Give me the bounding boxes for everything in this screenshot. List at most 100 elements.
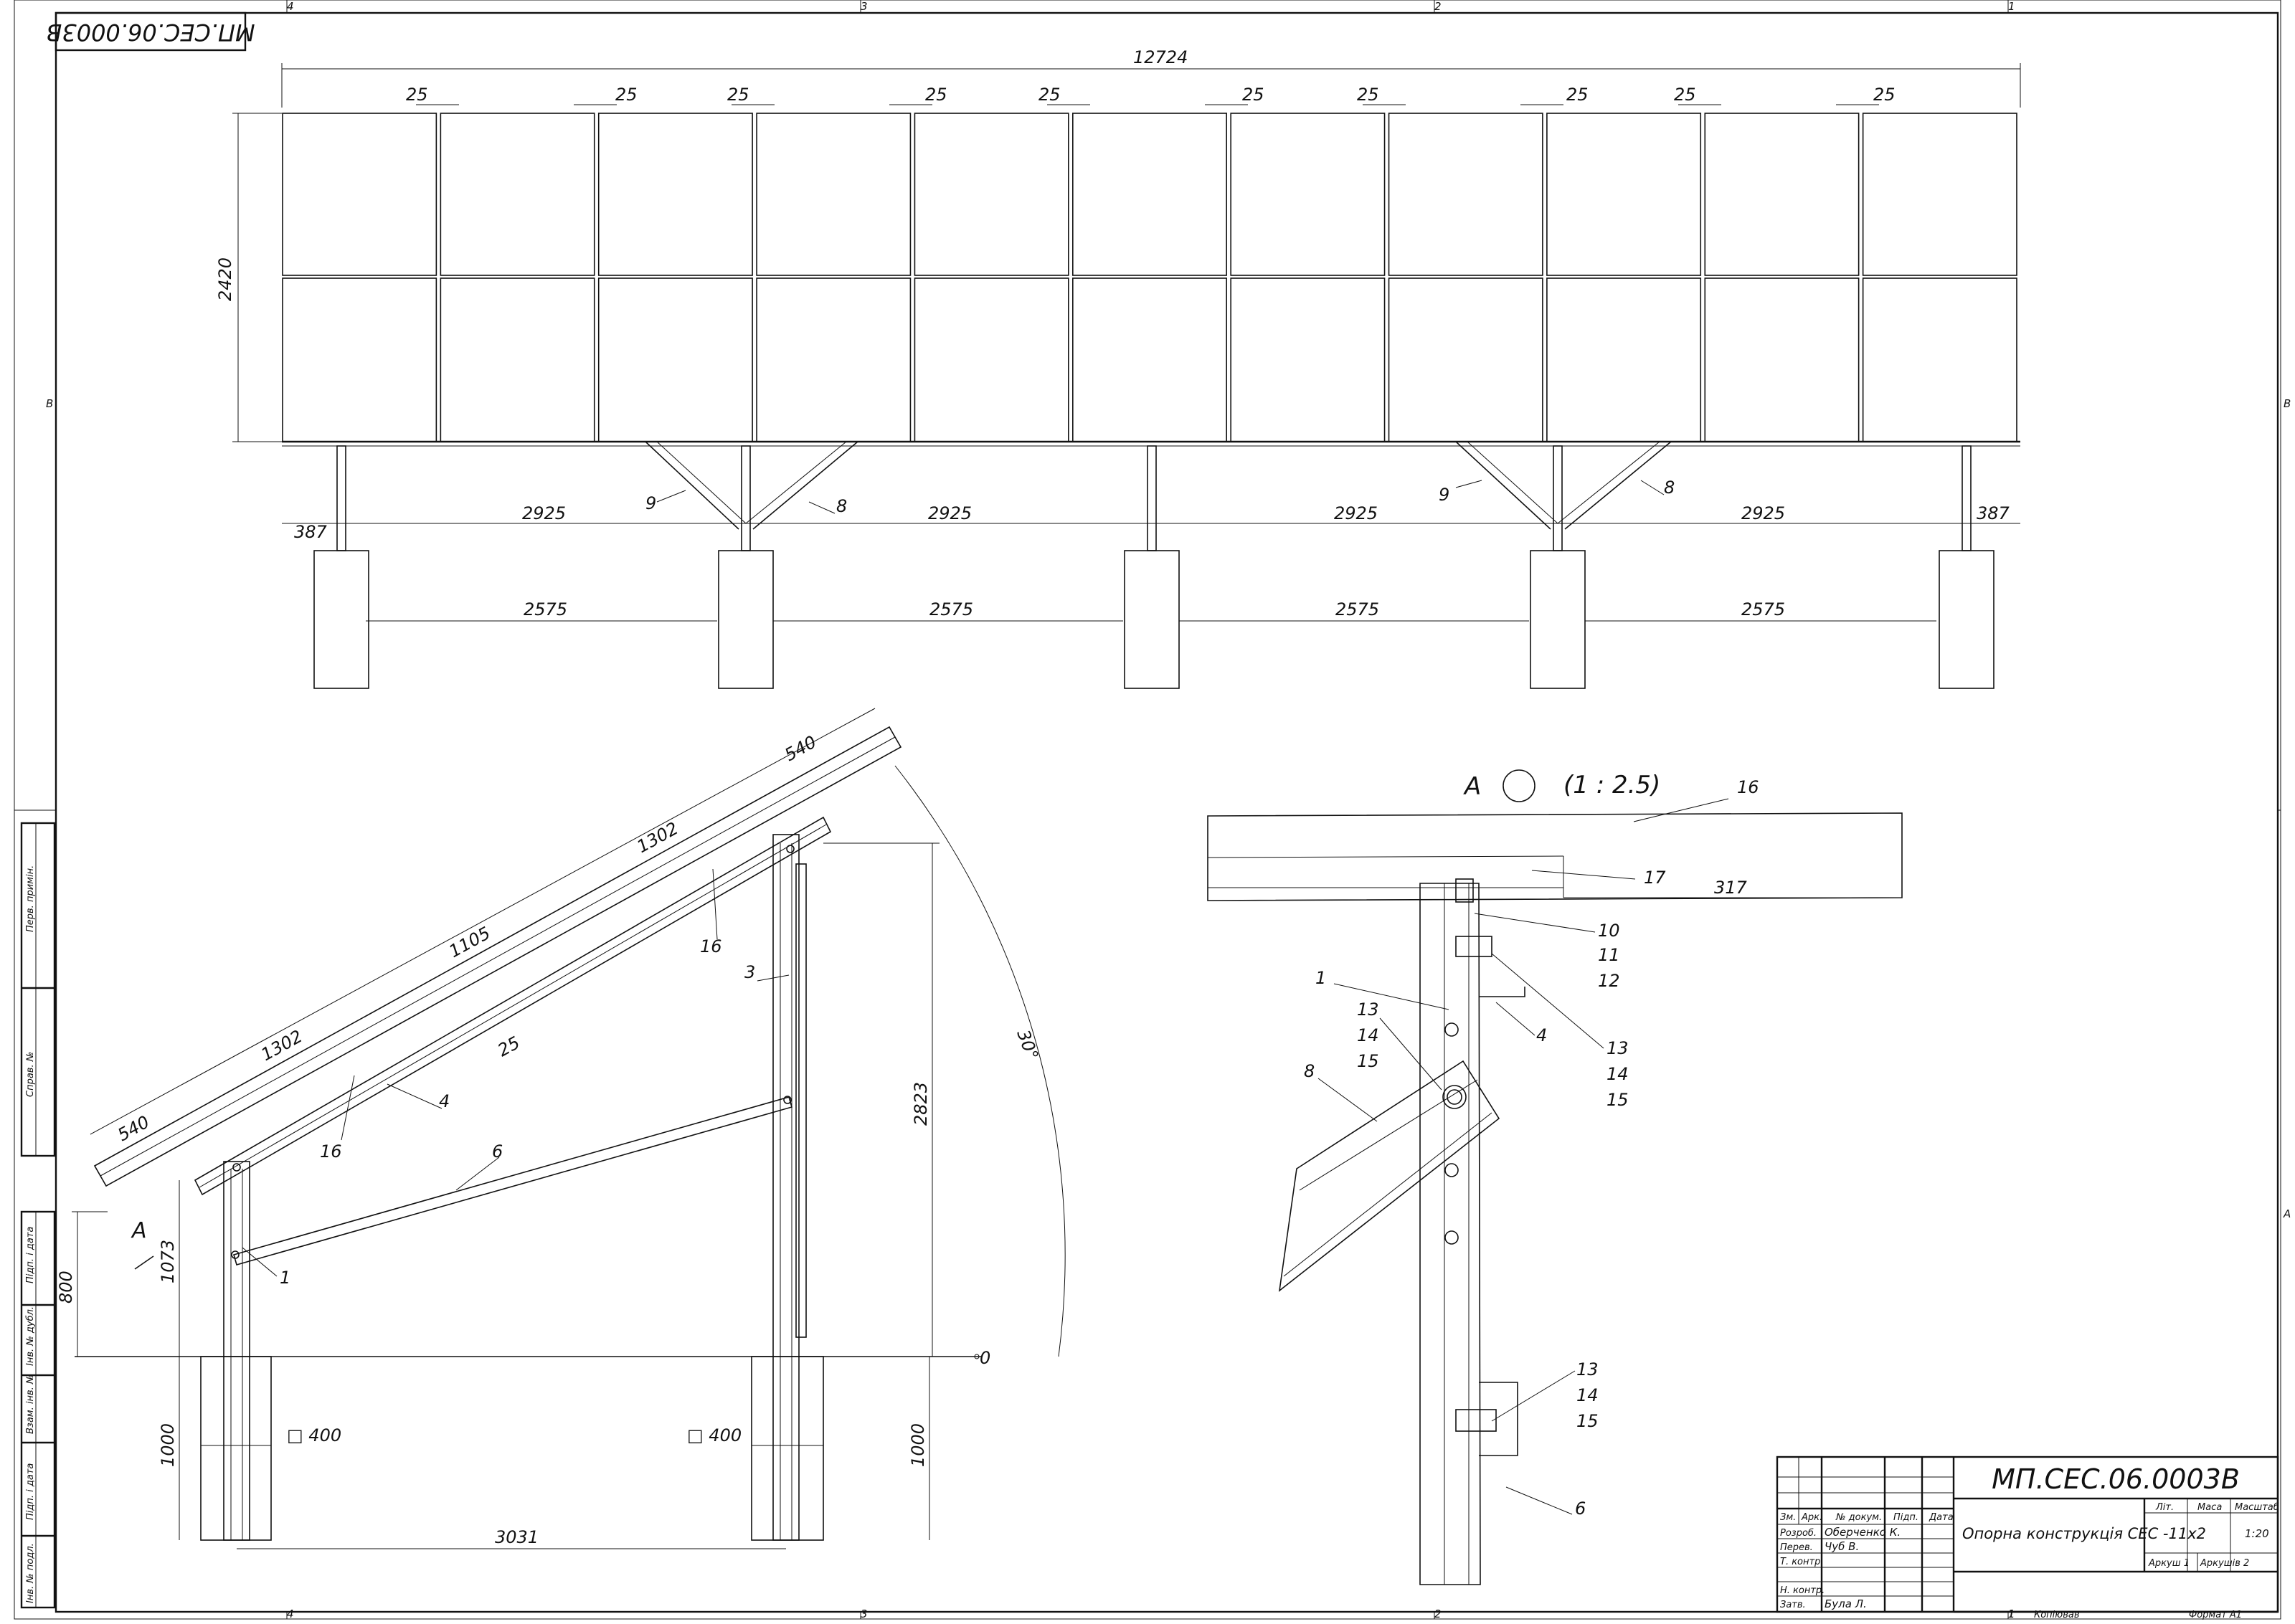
tb-head-doc: № докум. bbox=[1835, 1512, 1882, 1523]
tb-lit: Літ. bbox=[2155, 1502, 2174, 1513]
zone-col-2: 2 bbox=[1434, 0, 1442, 13]
brace-right-inner-2 bbox=[1557, 441, 1660, 524]
dim-2823: 2823 bbox=[911, 1082, 931, 1126]
stamp-vzam: Взам. інв. № bbox=[25, 1374, 36, 1434]
dim-540-b: 540 bbox=[781, 732, 820, 766]
label-d-14-r: 14 bbox=[1606, 1064, 1629, 1084]
zone-col-1-bottom: 1 bbox=[2008, 1608, 2015, 1620]
dim-angle: 30° bbox=[1013, 1027, 1042, 1063]
panel-top-5 bbox=[914, 113, 1069, 276]
panel-bottom-10 bbox=[1704, 277, 1860, 442]
zone-row-a-right: A bbox=[2283, 1207, 2291, 1220]
panel-top-10 bbox=[1704, 113, 1860, 276]
dim-1000-left: 1000 bbox=[158, 1423, 178, 1467]
dim-overhang-right: 387 bbox=[1977, 503, 2010, 523]
post-rear bbox=[772, 834, 800, 1541]
dim-footing-gap-4: 2575 bbox=[1741, 599, 1785, 619]
stamp-sprav: Справ. № bbox=[25, 1052, 36, 1097]
dim-footing-gap-3: 2575 bbox=[1335, 599, 1379, 619]
panel-bottom-11 bbox=[1862, 277, 2017, 442]
dim-span-4: 2925 bbox=[1741, 503, 1785, 523]
label-16-top: 16 bbox=[700, 936, 722, 956]
footer-copied: Копіював bbox=[2034, 1610, 2080, 1620]
tb-title: Опорна конструкція СЕС -11х2 bbox=[1962, 1525, 2206, 1542]
stamp-pidp-2: Підп. і дата bbox=[25, 1463, 36, 1520]
dim-1302-b: 1302 bbox=[633, 818, 681, 857]
panel-top-7 bbox=[1230, 113, 1386, 276]
footing-5 bbox=[1939, 550, 1994, 689]
post-1 bbox=[1419, 883, 1481, 1585]
panel-bottom-5 bbox=[914, 277, 1069, 442]
dim-span-3: 2925 bbox=[1334, 503, 1378, 523]
brace-right-2 bbox=[1564, 441, 1672, 530]
dim-1000-right: 1000 bbox=[908, 1423, 928, 1467]
stamp-perv: Перв. примін. bbox=[25, 865, 36, 932]
panel-bottom-3 bbox=[597, 277, 753, 442]
brace-right-1 bbox=[752, 441, 858, 530]
sheet-frame bbox=[14, 0, 2281, 1620]
beam-8 bbox=[1278, 1060, 1500, 1292]
brace-left-1 bbox=[645, 441, 739, 530]
detail-scale: (1 : 2.5) bbox=[1563, 771, 1660, 799]
tb-sheet: Аркуш 1 bbox=[2148, 1558, 2190, 1569]
gap-dim-4: 25 bbox=[925, 85, 947, 105]
ground-zero: 0 bbox=[980, 1348, 990, 1368]
tb-head-zm: Зм. bbox=[1780, 1512, 1796, 1523]
label-d-4: 4 bbox=[1536, 1025, 1547, 1045]
dim-overhang-left: 387 bbox=[294, 522, 328, 542]
label-d-13-r: 13 bbox=[1606, 1038, 1629, 1058]
panel-top-1 bbox=[282, 113, 437, 276]
mirrored-code-box: МП.СЕС.06.0003В bbox=[46, 11, 255, 52]
panel-bottom-9 bbox=[1546, 277, 1702, 442]
dim-span-1: 2925 bbox=[522, 503, 566, 523]
label-section-a: A bbox=[131, 1218, 147, 1243]
tb-scale-head: Масштаб bbox=[2235, 1502, 2279, 1513]
dim-1073: 1073 bbox=[158, 1240, 178, 1283]
panel-top-3 bbox=[597, 113, 753, 276]
brace-left-2 bbox=[1455, 441, 1551, 530]
label-d-15-r: 15 bbox=[1606, 1090, 1629, 1110]
label-16-bottom: 16 bbox=[320, 1141, 342, 1162]
label-4: 4 bbox=[439, 1091, 450, 1111]
tb-role-tkontr: Т. контр. bbox=[1780, 1557, 1823, 1567]
panel-surface bbox=[93, 726, 902, 1187]
panel-bottom-2 bbox=[440, 277, 595, 442]
beam-4 bbox=[194, 816, 832, 1196]
foundation-rear bbox=[751, 1356, 824, 1541]
zone-col-3-bottom: 3 bbox=[861, 1608, 868, 1620]
mirrored-drawing-code: МП.СЕС.06.0003В bbox=[46, 19, 255, 46]
label-d-8: 8 bbox=[1304, 1061, 1315, 1081]
panel-bottom-4 bbox=[756, 277, 912, 442]
gap-dim-3: 25 bbox=[727, 85, 749, 105]
footer: 1 Копіював Формат А1 bbox=[2008, 1610, 2242, 1620]
label-d-1: 1 bbox=[1315, 968, 1326, 988]
zone-row-b: B bbox=[46, 397, 53, 410]
dim-317: 317 bbox=[1714, 878, 1748, 898]
dim-25: 25 bbox=[494, 1032, 523, 1060]
footer-format: Формат А1 bbox=[2189, 1610, 2242, 1620]
tb-role-zatv: Затв. bbox=[1780, 1600, 1806, 1610]
stamp-inv-dubl: Інв. № дубл. bbox=[25, 1306, 36, 1366]
label-brace-8-a: 8 bbox=[836, 496, 847, 516]
label-d-14-b: 14 bbox=[1576, 1385, 1599, 1405]
footing-1 bbox=[313, 550, 369, 689]
brace-right-inner-1 bbox=[745, 441, 847, 524]
tb-name-zatv: Була Л. bbox=[1825, 1597, 1867, 1610]
panel-top-8 bbox=[1388, 113, 1543, 276]
zone-row-b-right: B bbox=[2284, 397, 2291, 410]
angle-arc bbox=[894, 765, 1066, 1357]
front-view bbox=[282, 113, 2020, 689]
gap-dim-6: 25 bbox=[1242, 85, 1264, 105]
front-post-2 bbox=[741, 445, 751, 551]
zone-col-4: 4 bbox=[287, 0, 294, 13]
label-d-17: 17 bbox=[1644, 868, 1666, 888]
label-d-15-b: 15 bbox=[1576, 1411, 1599, 1431]
zone-col-3: 3 bbox=[861, 0, 868, 13]
tb-mass: Маса bbox=[2197, 1502, 2222, 1513]
tb-name-perev: Чуб В. bbox=[1825, 1540, 1859, 1553]
label-d-13-b: 13 bbox=[1576, 1359, 1599, 1380]
panel-bottom-1 bbox=[282, 277, 437, 442]
dim-span-2: 2925 bbox=[928, 503, 972, 523]
